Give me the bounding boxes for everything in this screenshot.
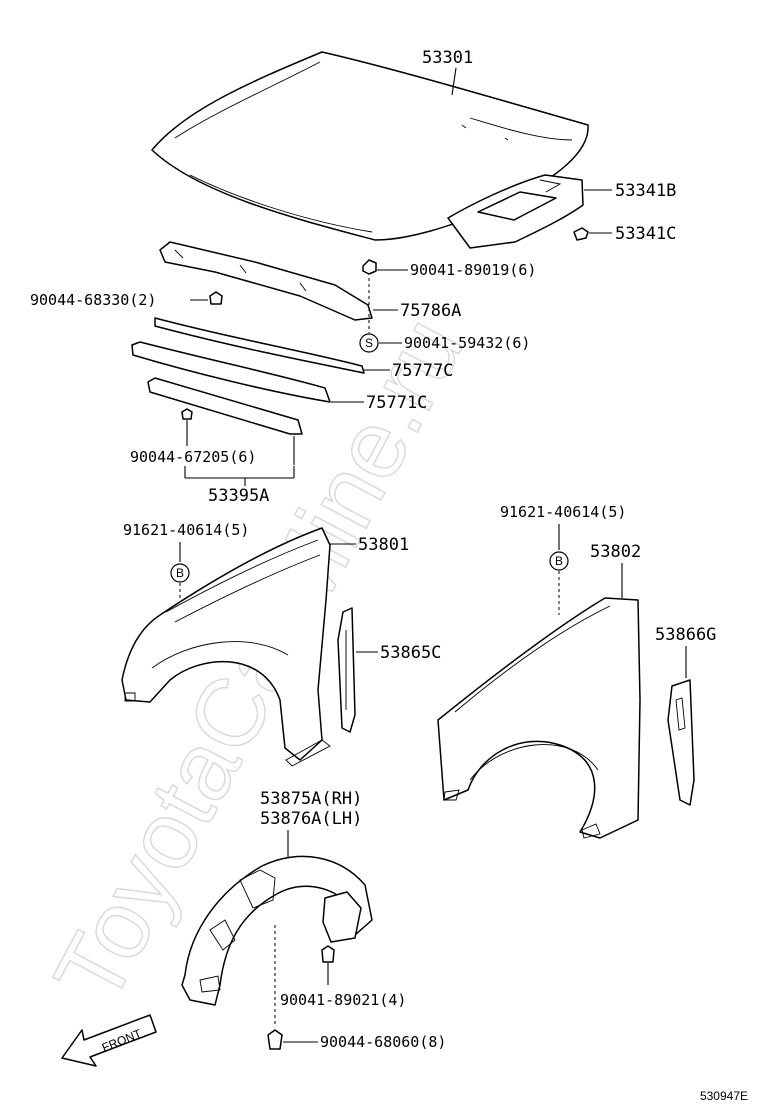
clip-68330-part[interactable] [209,291,223,305]
cowl-seal-part[interactable] [159,241,373,321]
fender-seal-left-part[interactable] [337,607,356,733]
front-direction-arrow: FRONT [61,1014,157,1067]
label-clip-67205: 90044-67205(6) [130,448,256,466]
clip-68060-part[interactable] [267,1029,283,1050]
molding-75777c-part[interactable] [154,317,365,374]
label-hood-insulator-clip: 53341C [615,224,676,244]
fender-seal-right-part[interactable] [667,679,695,806]
svg-text:B: B [555,554,563,568]
label-clip-89019: 90041-89019(6) [410,261,536,279]
seal-53395a-part[interactable] [147,377,303,435]
label-bolt-left: 91621-40614(5) [123,521,249,539]
clip-89019-part[interactable] [362,259,377,275]
hood-insulator-clip-part[interactable] [573,227,589,241]
label-hood-insulator: 53341B [615,181,676,201]
mark-b-circle-right: B [549,551,569,571]
label-molding-75777c: 75777C [392,361,453,381]
svg-text:S: S [365,336,373,350]
label-hood: 53301 [422,48,473,68]
label-fender-right: 53802 [590,542,641,562]
label-seal-53395a: 53395A [208,486,269,506]
label-liner-rh: 53875A(RH) [260,789,362,809]
wheel-liner-part[interactable] [181,855,373,1006]
diagram-code: 530947E [700,1089,748,1103]
svg-text:B: B [176,566,184,580]
label-liner-lh: 53876A(LH) [260,809,362,829]
label-clip-68330: 90044-68330(2) [30,291,156,309]
label-clip-68060: 90044-68060(8) [320,1033,446,1051]
label-fender-seal-right: 53866G [655,625,716,645]
clip-67205-part[interactable] [181,408,193,420]
label-clip-59432: 90041-59432(6) [404,334,530,352]
hood-part[interactable] [151,51,589,241]
label-fender-left: 53801 [358,535,409,555]
label-clip-89021: 90041-89021(4) [280,991,406,1009]
right-fender-part[interactable] [437,597,641,839]
clip-89021-part[interactable] [321,945,335,963]
label-cowl-seal: 75786A [400,301,461,321]
molding-75771c-part[interactable] [131,341,331,403]
label-molding-75771c: 75771C [366,393,427,413]
label-fender-seal-left: 53865C [380,643,441,663]
hood-insulator-part[interactable] [447,174,584,249]
left-fender-part[interactable] [121,527,331,767]
mark-b-circle-left: B [170,563,190,583]
mark-s-circle: S [359,333,379,353]
label-bolt-right: 91621-40614(5) [500,503,626,521]
